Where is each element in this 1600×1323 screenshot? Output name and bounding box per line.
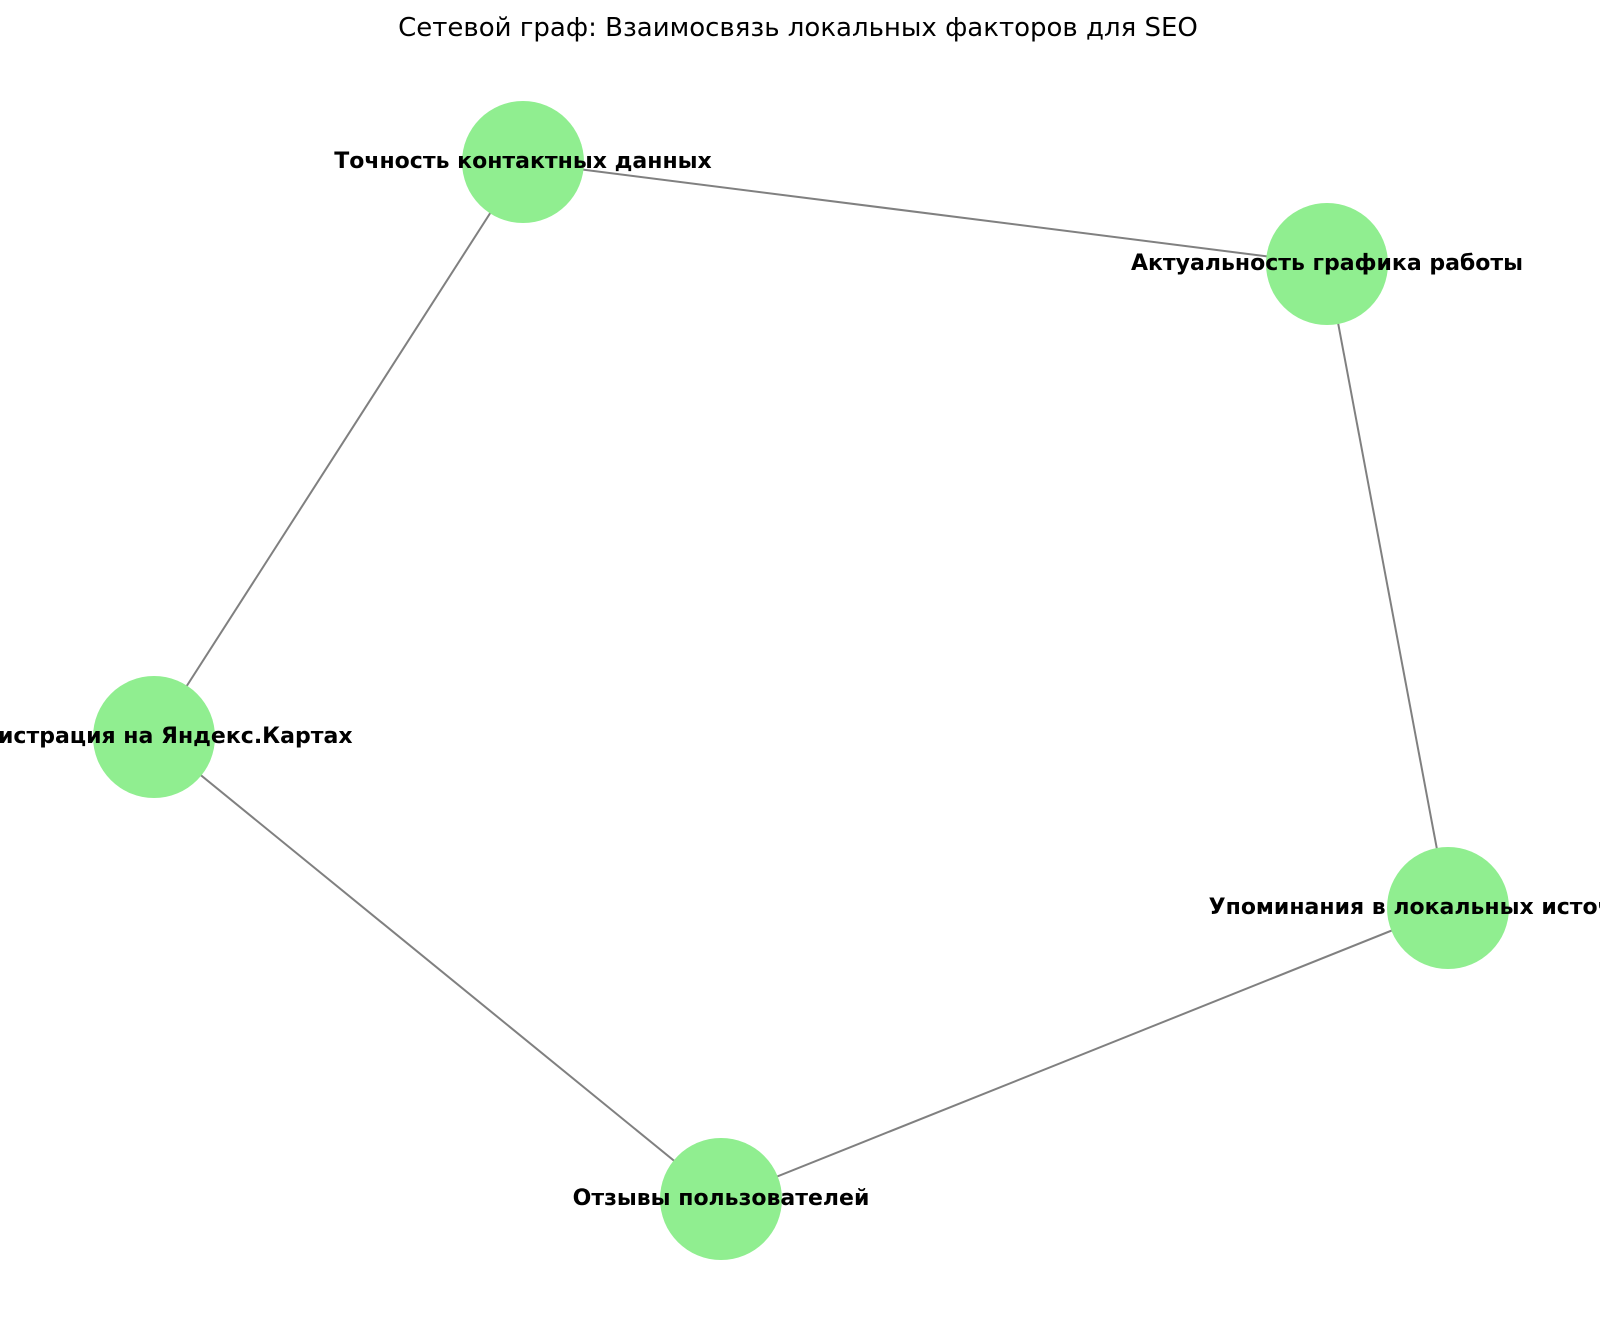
edges-layer [153,161,1449,1200]
nodes-layer [93,101,1509,1260]
chart-title: Сетевой граф: Взаимосвязь локальных факт… [398,13,1198,43]
graph-edge-local-sources-mentions--user-reviews [720,907,1449,1200]
graph-node-local-sources-mentions [1387,847,1509,969]
graph-edge-yandex-maps-registration--contact-data-accuracy [153,161,524,738]
graph-edge-work-schedule-relevance--local-sources-mentions [1326,263,1449,909]
graph-node-work-schedule-relevance [1266,203,1388,325]
graph-node-yandex-maps-registration [93,676,215,798]
graph-edge-user-reviews--yandex-maps-registration [153,736,722,1200]
graph-node-user-reviews [660,1138,782,1260]
graph-node-contact-data-accuracy [462,101,584,223]
graph-edge-contact-data-accuracy--work-schedule-relevance [522,161,1328,265]
